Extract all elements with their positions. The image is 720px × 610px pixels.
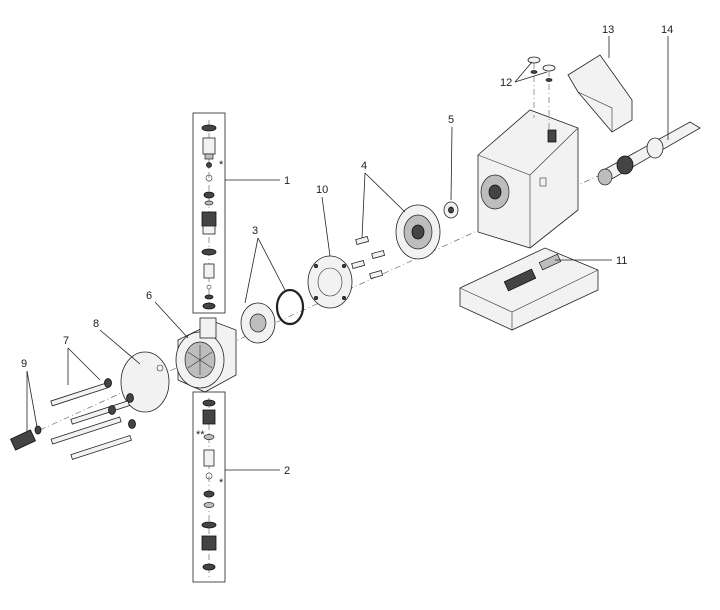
gearbox-body	[477, 109, 579, 249]
guard-cover-icon	[567, 54, 633, 133]
lower-valve-kit-frame	[192, 391, 226, 583]
callout-7: 7	[63, 335, 69, 347]
marker-double-asterisk: **	[196, 429, 205, 441]
valve-body-icon	[203, 449, 215, 467]
upper-valve-kit-frame	[192, 112, 226, 314]
valve-seat-icon	[202, 409, 216, 425]
fitting-icon	[9, 429, 37, 451]
vent-plugs	[527, 56, 556, 132]
coupling-icon	[646, 137, 664, 159]
callout-13: 13	[602, 24, 614, 36]
valve-ball-icon	[205, 472, 213, 480]
o-ring-icon	[275, 288, 305, 326]
o-ring-icon	[201, 124, 217, 132]
washer	[443, 201, 459, 219]
callout-3: 3	[252, 225, 258, 237]
guard-cover	[567, 54, 633, 133]
callout-8: 8	[93, 318, 99, 330]
o-ring-icon	[201, 248, 217, 256]
bolt-icon	[351, 236, 386, 279]
diaphragm-set	[240, 288, 305, 344]
callout-10: 10	[316, 184, 328, 196]
callout-12: 12	[500, 77, 512, 89]
base-plate-icon	[459, 247, 599, 331]
callout-4: 4	[361, 160, 367, 172]
plug-icon	[542, 64, 556, 72]
inlet-port-icon	[199, 317, 217, 339]
washer-icon	[34, 425, 42, 435]
callout-labels: 1 2 3 4 5 6 7 8 9 10 11 12 13 14	[21, 24, 673, 477]
gear-icon	[616, 155, 634, 175]
callout-9: 9	[21, 358, 27, 370]
flange-icon	[307, 255, 353, 309]
gearbox-housing	[477, 109, 579, 249]
marker-asterisk: *	[219, 159, 224, 171]
callout-1: 1	[284, 175, 290, 187]
drive-bracket	[351, 204, 441, 279]
motor-coupling	[597, 121, 701, 186]
callout-11: 11	[616, 255, 627, 267]
fitting	[9, 425, 42, 451]
o-ring-icon	[201, 521, 217, 529]
bearing-icon	[597, 168, 613, 186]
leader-lines	[26, 36, 669, 432]
base-plate	[459, 247, 599, 331]
intermediate-flange	[307, 255, 353, 309]
callout-2: 2	[284, 465, 290, 477]
tie-rods	[50, 378, 136, 460]
o-ring-icon	[202, 399, 216, 407]
lower-valve-kit: ** *	[192, 391, 280, 583]
valve-ball-icon	[206, 162, 212, 168]
valve-body-icon	[201, 211, 217, 227]
upper-valve-kit: *	[192, 112, 280, 314]
valve-seat-icon	[202, 137, 216, 155]
tie-rod-icon	[50, 382, 132, 460]
callout-5: 5	[448, 114, 454, 126]
nut-icon	[104, 378, 136, 429]
plug-icon	[527, 56, 541, 64]
callout-6: 6	[146, 290, 152, 302]
callout-14: 14	[661, 24, 673, 36]
marker-asterisk: *	[219, 477, 224, 489]
